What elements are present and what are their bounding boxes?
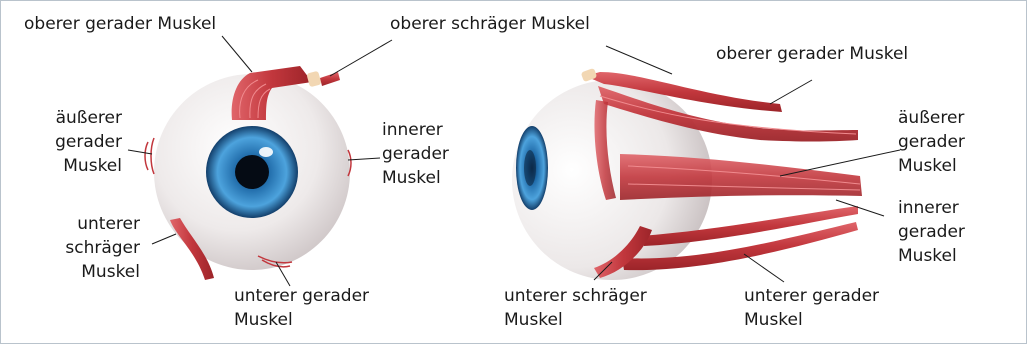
label-side-superior-rectus: oberer gerader Muskel xyxy=(716,42,908,66)
label-front-superior-oblique: oberer schräger Muskel xyxy=(390,12,590,36)
front-trochlea xyxy=(306,71,321,88)
label-front-inferior-oblique: unterer schräger Muskel xyxy=(30,212,140,284)
label-side-lateral-rectus: äußerer gerader Muskel xyxy=(898,106,965,178)
side-eye xyxy=(512,68,862,280)
front-eye xyxy=(145,66,351,280)
label-front-inferior-rectus: unterer gerader Muskel xyxy=(234,284,369,332)
front-pupil xyxy=(235,155,269,189)
side-lateral-rectus-muscle xyxy=(620,154,862,200)
label-side-inferior-oblique: unterer schräger Muskel xyxy=(504,284,647,332)
label-front-superior-rectus: oberer gerader Muskel xyxy=(24,12,216,36)
label-side-medial-rectus: innerer gerader Muskel xyxy=(898,196,965,268)
label-front-medial-rectus: innerer gerader Muskel xyxy=(382,118,449,190)
label-front-lateral-rectus: äußerer gerader Muskel xyxy=(30,106,122,178)
label-side-inferior-rectus: unterer gerader Muskel xyxy=(744,284,879,332)
